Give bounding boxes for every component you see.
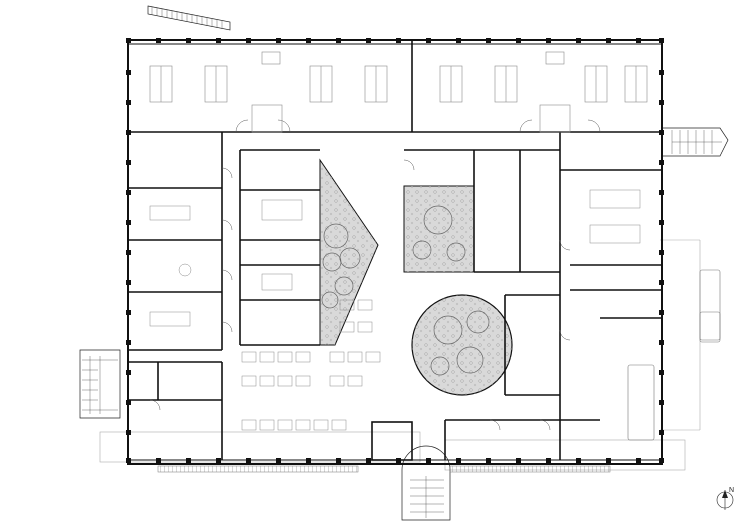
site-lines xyxy=(99,239,701,471)
tree-icon xyxy=(321,223,361,309)
vehicles xyxy=(627,269,721,441)
benches xyxy=(157,465,611,473)
interior-walls xyxy=(128,40,662,461)
tree-icon xyxy=(412,205,466,262)
north-label: N xyxy=(729,487,734,494)
table-icon xyxy=(149,51,648,133)
north-arrow-icon: N xyxy=(716,487,734,510)
stair-icon xyxy=(79,5,729,521)
columns xyxy=(126,38,664,463)
courtyard-garden xyxy=(319,158,379,346)
chair-icon xyxy=(149,189,641,431)
courtyard-square xyxy=(403,185,475,273)
tree-icon xyxy=(430,310,490,376)
courtyard-circle xyxy=(411,294,513,396)
door-swings xyxy=(149,119,601,431)
